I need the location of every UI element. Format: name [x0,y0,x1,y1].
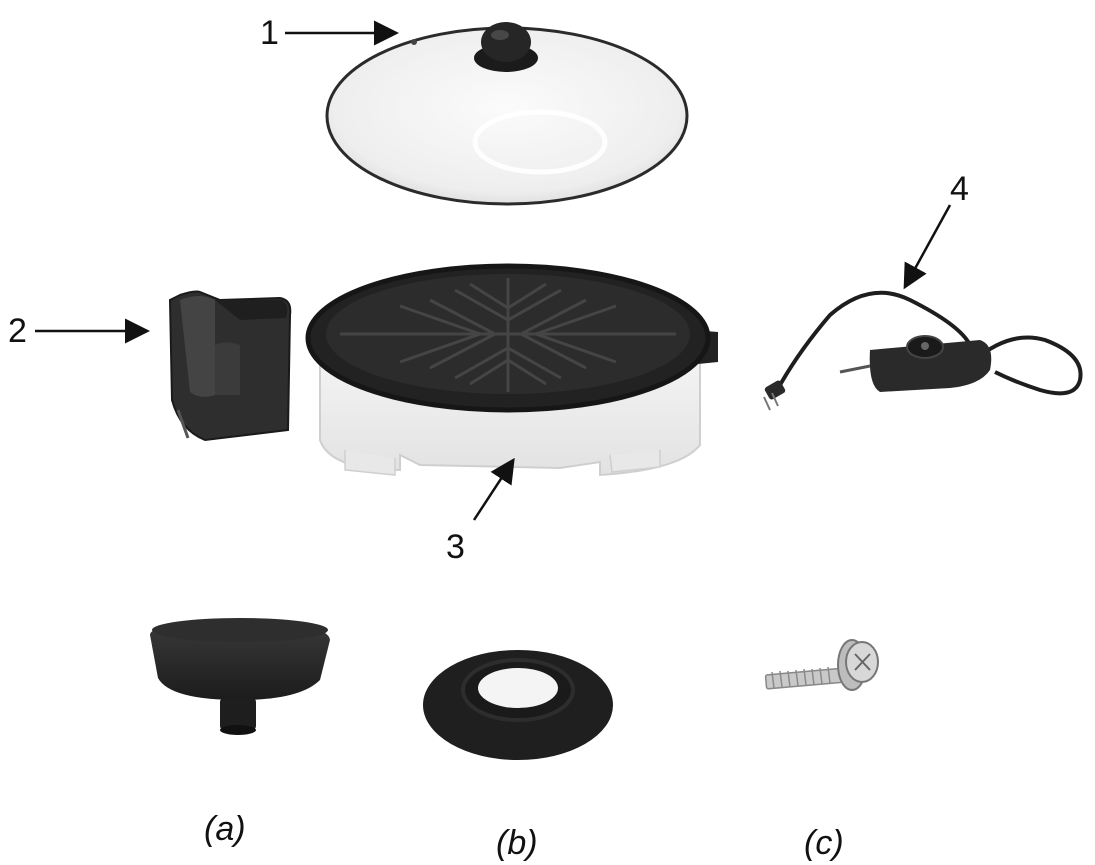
lid-knob [474,22,538,72]
callout-label-grill-base: 3 [446,528,465,566]
grill-ridges [340,278,676,392]
gasket-part [423,650,613,760]
callout-arrow-3 [472,457,515,521]
caption-screw: (c) [804,824,844,862]
knob-part [150,618,330,735]
grill-base [305,263,718,477]
callout-arrow-4 [903,204,952,290]
caption-knob: (a) [204,810,246,848]
screw-part [764,639,879,691]
drip-tray [168,290,292,442]
callout-label-lid: 1 [260,14,279,52]
callout-label-power-cord: 4 [950,170,969,208]
plug [763,380,786,411]
glass-lid [325,22,689,206]
caption-gasket: (b) [496,824,538,862]
temperature-controller [839,335,992,392]
power-cord [763,290,1083,411]
callout-label-drip-tray: 2 [8,312,27,350]
